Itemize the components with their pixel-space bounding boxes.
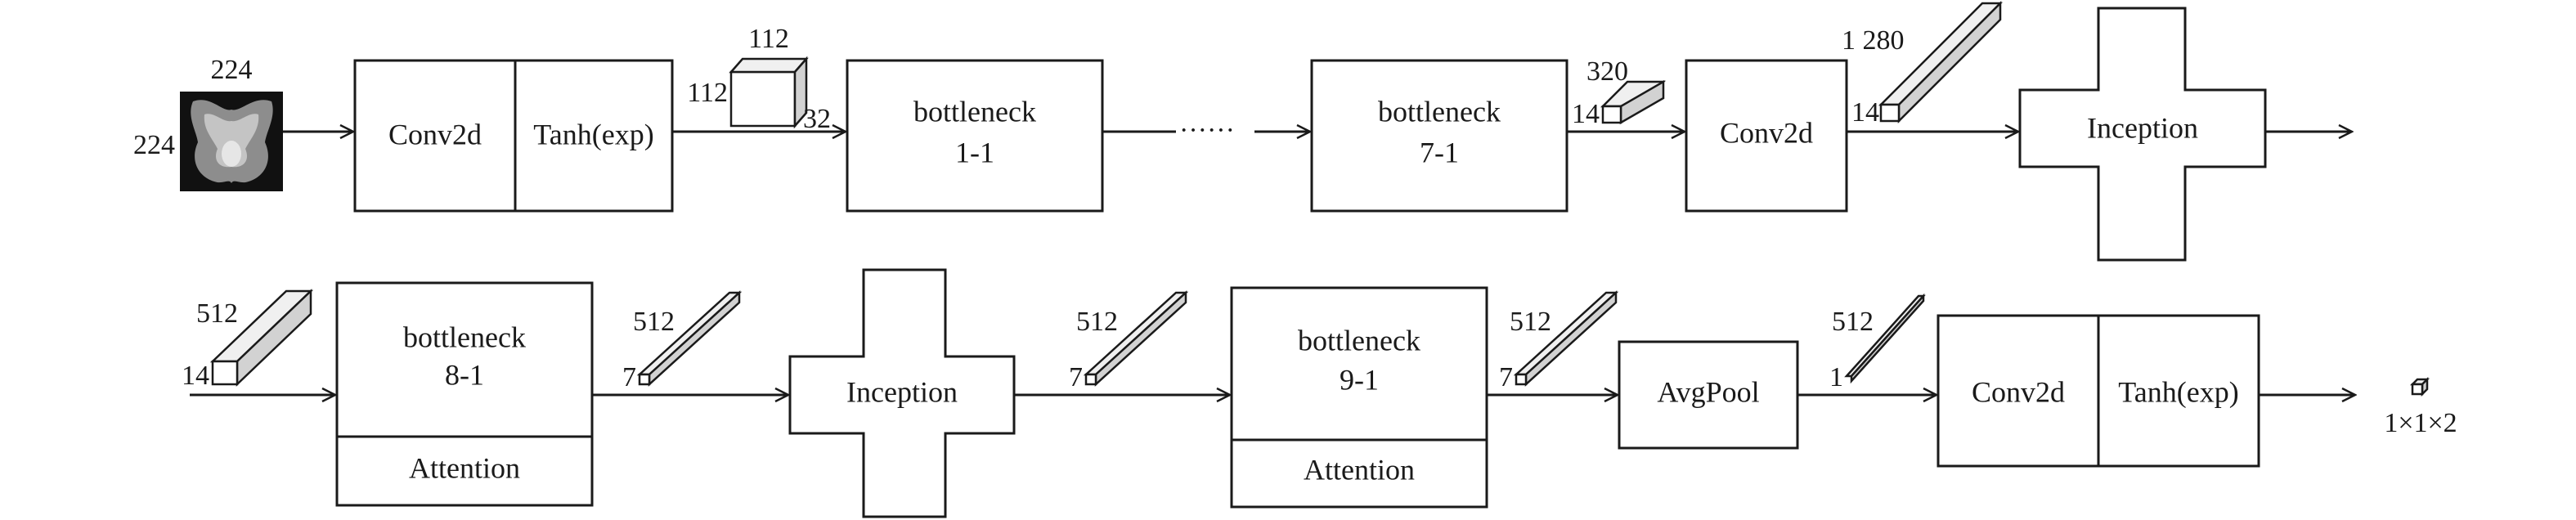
tensor-cube-14x14x512 bbox=[209, 289, 314, 387]
bottleneck-8-1-title: bottleneck bbox=[403, 321, 526, 353]
tensor-1-size-label: 1 bbox=[1829, 362, 1843, 392]
attention-9-1-label: Attention bbox=[1304, 453, 1415, 486]
tensor-112-height-label: 112 bbox=[687, 78, 728, 108]
tensor-512a-channels-label: 512 bbox=[196, 298, 238, 329]
tanh-b-label: Tanh(exp) bbox=[2118, 375, 2238, 408]
bottleneck-7-1-title: bottleneck bbox=[1378, 95, 1501, 128]
tensor-cube-7x7x512-c bbox=[1513, 290, 1619, 387]
tensor-7a-size-label: 7 bbox=[622, 362, 636, 392]
inception-label-row1: Inception bbox=[2087, 111, 2198, 144]
bottleneck-1-1-index: 1-1 bbox=[955, 136, 994, 168]
tensor-7c-size-label: 7 bbox=[1499, 362, 1513, 392]
tanh-b-block bbox=[2097, 314, 2260, 468]
tensor-14b-size-label: 14 bbox=[1851, 97, 1879, 128]
bottleneck-7-1-block bbox=[1310, 59, 1568, 213]
tensor-cube-112x112x32 bbox=[729, 56, 809, 129]
input-image bbox=[180, 92, 283, 191]
conv2d-block bbox=[353, 59, 517, 213]
tensor-7b-size-label: 7 bbox=[1069, 362, 1083, 392]
attention-8-1-label: Attention bbox=[409, 451, 520, 484]
attention-8-1-block bbox=[335, 435, 594, 507]
input-width-label: 224 bbox=[211, 55, 253, 85]
tensor-320-channels-label: 320 bbox=[1586, 56, 1628, 87]
tanh-label: Tanh(exp) bbox=[533, 118, 653, 150]
inception-block-row1 bbox=[2018, 7, 2267, 262]
bottleneck-1-1-title: bottleneck bbox=[913, 95, 1036, 128]
avgpool-block bbox=[1618, 340, 1799, 450]
tensor-cube-14x14x320 bbox=[1600, 79, 1667, 125]
tensor-cube-7x7x512-b bbox=[1083, 290, 1189, 387]
ellipsis-label: ······ bbox=[1179, 115, 1235, 146]
bottleneck-1-1-block bbox=[846, 59, 1104, 213]
conv2d-label: Conv2d bbox=[388, 118, 482, 150]
bottleneck-7-1-index: 7-1 bbox=[1420, 136, 1459, 168]
avgpool-label: AvgPool bbox=[1657, 375, 1759, 408]
tensor-512d-channels-label: 512 bbox=[1510, 307, 1551, 337]
bottleneck-8-1-block bbox=[335, 281, 594, 438]
tensor-1280-channels-label: 1 280 bbox=[1842, 25, 1905, 56]
inception-label-row2: Inception bbox=[846, 375, 958, 408]
tanh-block bbox=[514, 59, 674, 213]
tensor-14-size-label: 14 bbox=[1572, 99, 1600, 129]
attention-9-1-block bbox=[1230, 438, 1488, 509]
conv2d-b-label: Conv2d bbox=[1720, 116, 1813, 149]
output-shape-label: 1×1×2 bbox=[2384, 408, 2457, 438]
output-tensor-cube bbox=[2409, 376, 2430, 397]
tensor-32-channels-label: 32 bbox=[803, 104, 831, 134]
tensor-cube-1x1x512 bbox=[1844, 293, 1926, 384]
conv2d-c-label: Conv2d bbox=[1972, 375, 2065, 408]
tensor-cube-14x14x1280 bbox=[1878, 0, 2004, 124]
tensor-112-depth-label: 112 bbox=[748, 24, 789, 54]
bottleneck-9-1-index: 9-1 bbox=[1340, 363, 1379, 396]
tensor-512c-channels-label: 512 bbox=[1076, 307, 1118, 337]
tensor-512e-channels-label: 512 bbox=[1832, 307, 1874, 337]
tensor-cube-7x7x512-a bbox=[636, 290, 743, 387]
inception-block-row2 bbox=[788, 268, 1016, 518]
bottleneck-9-1-block bbox=[1230, 286, 1488, 442]
bottleneck-9-1-title: bottleneck bbox=[1298, 324, 1420, 356]
input-height-label: 224 bbox=[133, 130, 175, 160]
tensor-14c-size-label: 14 bbox=[182, 361, 209, 391]
tensor-512b-channels-label: 512 bbox=[633, 307, 675, 337]
conv2d-c-block bbox=[1936, 314, 2100, 468]
conv2d-b-block bbox=[1685, 59, 1848, 213]
bottleneck-8-1-index: 8-1 bbox=[445, 358, 484, 391]
